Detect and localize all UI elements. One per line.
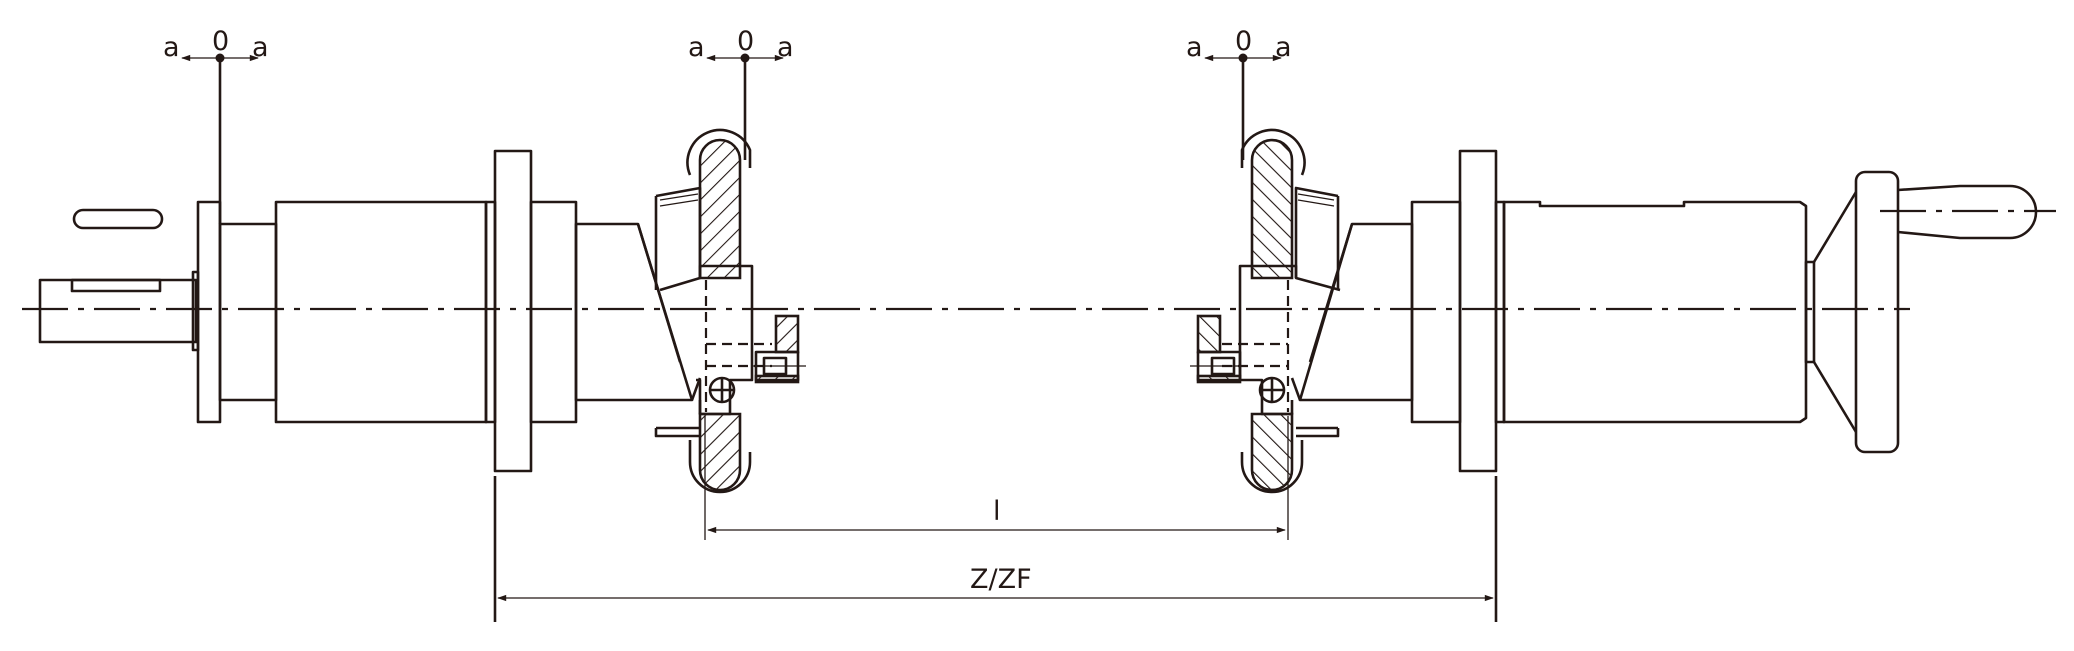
dimension-overall-label: Z/ZF bbox=[970, 564, 1032, 595]
adjust-marker-1: a 0 a bbox=[163, 26, 269, 224]
adjust-marker-3: a 0 a bbox=[1186, 26, 1292, 160]
right-gear-body bbox=[1502, 200, 1808, 424]
adjust-marker-2: a 0 a bbox=[688, 26, 794, 160]
right-clamp-hatched bbox=[1196, 314, 1222, 354]
right-rear-collar bbox=[1804, 260, 1816, 364]
left-key bbox=[72, 208, 164, 230]
adjust-marker-1-right: a bbox=[252, 32, 269, 63]
left-assembly bbox=[38, 128, 806, 494]
left-shaft-keyway bbox=[70, 278, 162, 293]
right-handwheel-top bbox=[1250, 138, 1294, 280]
left-mount-flange bbox=[493, 149, 533, 473]
adjust-marker-2-left: a bbox=[688, 32, 705, 63]
right-assembly bbox=[1190, 128, 2056, 494]
left-front-block bbox=[529, 200, 578, 424]
left-taper-housing bbox=[574, 222, 694, 402]
dimension-overall: Z/ZF bbox=[493, 476, 1498, 622]
right-front-block bbox=[1410, 200, 1462, 424]
left-clamp-base bbox=[754, 374, 800, 384]
left-body-step bbox=[484, 200, 497, 424]
left-input-shaft bbox=[38, 278, 198, 344]
right-taper-housing bbox=[1298, 222, 1414, 402]
adjust-marker-2-zero: 0 bbox=[737, 26, 754, 57]
left-rear-flange bbox=[196, 200, 222, 424]
adjust-marker-1-left: a bbox=[163, 32, 180, 63]
right-mount-flange bbox=[1458, 149, 1498, 473]
adjust-marker-3-zero: 0 bbox=[1235, 26, 1252, 57]
left-handwheel-bottom bbox=[698, 412, 742, 492]
dimension-inner-label: l bbox=[993, 496, 1001, 527]
left-clamp-hatched bbox=[774, 314, 800, 354]
right-clamp-base bbox=[1196, 374, 1242, 384]
adjust-marker-2-right: a bbox=[777, 32, 794, 63]
right-bell-housing bbox=[1238, 264, 1341, 416]
adjust-marker-3-right: a bbox=[1275, 32, 1292, 63]
adjust-marker-3-left: a bbox=[1186, 32, 1203, 63]
adjust-marker-1-zero: 0 bbox=[212, 26, 229, 57]
right-handle-arm bbox=[1812, 191, 1858, 433]
left-handwheel-rim-bottom bbox=[688, 440, 752, 494]
right-handle-base bbox=[1854, 170, 1900, 454]
left-neck bbox=[218, 222, 278, 402]
right-handwheel-bottom bbox=[1250, 412, 1294, 492]
right-handwheel-rim-top bbox=[1240, 128, 1306, 176]
left-gear-body bbox=[274, 200, 488, 424]
right-handwheel-rim-bottom bbox=[1240, 440, 1304, 494]
dimension-inner: l bbox=[704, 416, 1289, 540]
left-handwheel-top bbox=[698, 138, 742, 280]
